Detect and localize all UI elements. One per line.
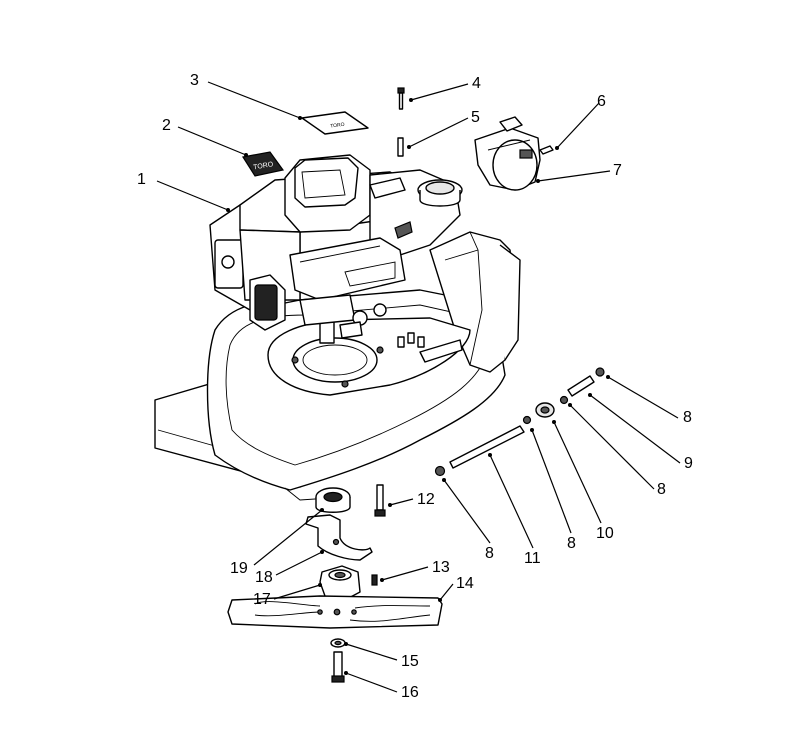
callout-8-a: 8: [683, 409, 692, 426]
callout-8-d: 8: [485, 545, 494, 562]
engine-decal: TORO: [242, 151, 285, 177]
callout-8-b: 8: [657, 481, 666, 498]
callout-3: 3: [190, 72, 199, 89]
filter-cover-text: TORO: [330, 122, 345, 130]
callout-12: 12: [417, 491, 435, 508]
callout-11: 11: [524, 550, 541, 567]
callout-10: 10: [596, 525, 614, 542]
leader-lines: [156, 81, 681, 693]
callout-15: 15: [401, 653, 419, 670]
callout-18: 18: [255, 569, 273, 586]
callout-7: 7: [613, 162, 622, 179]
callout-6: 6: [597, 93, 606, 110]
air-filter-cover: TORO: [301, 111, 369, 135]
decal-text: TORO: [253, 161, 275, 171]
screw-6: [539, 145, 554, 155]
dowel-5: [397, 137, 404, 157]
callout-9: 9: [684, 455, 693, 472]
callout-labels: 1 2 3 4 5 6 7 8 9 8 10 8 11 8 12 13 14 1…: [137, 72, 693, 701]
callout-17: 17: [253, 591, 271, 608]
engine: [209, 154, 463, 344]
axle-hardware: [434, 367, 605, 477]
callout-2: 2: [162, 117, 171, 134]
callout-14: 14: [456, 575, 474, 592]
callout-4: 4: [472, 75, 481, 92]
callout-19: 19: [230, 560, 248, 577]
callout-13: 13: [432, 559, 450, 576]
callout-5: 5: [471, 109, 480, 126]
callout-16: 16: [401, 684, 419, 701]
bolt-4: [397, 87, 405, 110]
callout-1: 1: [137, 171, 146, 188]
callout-8-c: 8: [567, 535, 576, 552]
starter-motor: [474, 116, 541, 191]
